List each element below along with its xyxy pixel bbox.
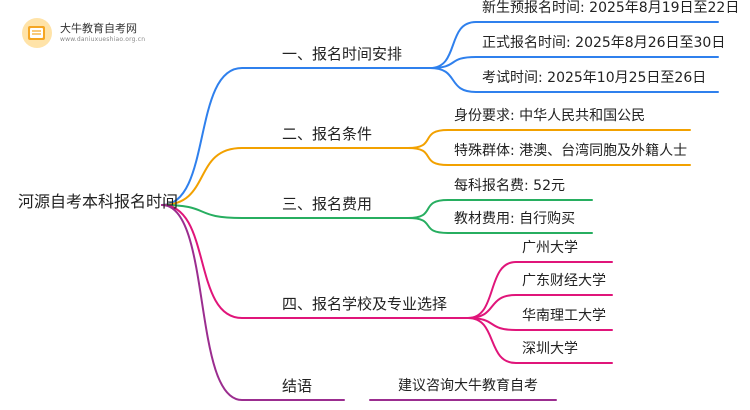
leaf-connector-1-1 bbox=[429, 21, 719, 69]
leaf-label-4-2: 广东财经大学 bbox=[522, 273, 606, 289]
leaf-label-1-3: 考试时间: 2025年10月25日至26日 bbox=[482, 70, 707, 86]
leaf-label-5-1: 建议咨询大牛教育自考 bbox=[398, 378, 538, 394]
leaf-label-3-2: 教材费用: 自行购买 bbox=[454, 211, 576, 227]
leaf-connector-3-2 bbox=[407, 217, 593, 234]
leaf-connector-2-1 bbox=[407, 129, 691, 149]
leaf-connector-1-3 bbox=[429, 67, 719, 93]
book-logo-icon bbox=[22, 18, 52, 48]
leaf-label-4-3: 华南理工大学 bbox=[522, 308, 606, 324]
logo-url: www.daniuxueshiao.org.cn bbox=[60, 36, 146, 43]
leaf-connector-4-1 bbox=[467, 261, 613, 319]
logo-name: 大牛教育自考网 bbox=[60, 22, 137, 35]
site-logo: 大牛教育自考网 www.daniuxueshiao.org.cn bbox=[20, 16, 160, 50]
root-topic: 河源自考本科报名时间 bbox=[18, 192, 179, 211]
leaf-connector-4-3 bbox=[467, 317, 613, 331]
branch-connector-2 bbox=[161, 147, 409, 206]
branch-label-1: 一、报名时间安排 bbox=[282, 45, 403, 63]
branch-connector-1 bbox=[161, 67, 431, 206]
leaf-label-2-2: 特殊群体: 港澳、台湾同胞及外籍人士 bbox=[454, 143, 688, 159]
branch-connector-3 bbox=[161, 204, 409, 219]
branch-label-2: 二、报名条件 bbox=[282, 125, 373, 143]
leaf-label-2-1: 身份要求: 中华人民共和国公民 bbox=[454, 108, 646, 124]
leaf-connector-4-4 bbox=[467, 317, 613, 364]
leaf-label-3-1: 每科报名费: 52元 bbox=[454, 178, 565, 194]
branch-connector-4 bbox=[161, 204, 469, 319]
branch-connector-5 bbox=[161, 204, 345, 401]
branch-label-3: 三、报名费用 bbox=[282, 195, 373, 213]
branch-label-4: 四、报名学校及专业选择 bbox=[282, 295, 448, 313]
leaf-label-4-1: 广州大学 bbox=[522, 240, 578, 256]
leaf-label-1-2: 正式报名时间: 2025年8月26日至30日 bbox=[482, 35, 726, 51]
leaf-label-1-1: 新生预报名时间: 2025年8月19日至22日 bbox=[482, 0, 740, 16]
leaf-connector-2-2 bbox=[407, 147, 691, 166]
leaf-connector-3-1 bbox=[407, 199, 593, 219]
branch-label-5: 结语 bbox=[282, 377, 313, 395]
leaf-label-4-4: 深圳大学 bbox=[522, 341, 578, 357]
leaf-connector-1-2 bbox=[429, 56, 719, 69]
leaf-connector-4-2 bbox=[467, 294, 613, 319]
